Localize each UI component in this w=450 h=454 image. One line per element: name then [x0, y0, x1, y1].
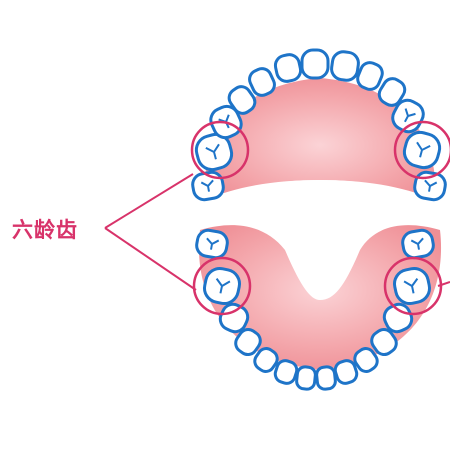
tooth	[273, 359, 299, 385]
upper-gum	[204, 78, 436, 200]
first-molar-ring-icon	[192, 256, 252, 316]
leader-lines	[104, 173, 450, 291]
tooth	[295, 365, 317, 391]
tooth	[353, 347, 379, 373]
leader-line-right-lower	[437, 281, 450, 287]
molar-tooth	[402, 130, 442, 170]
lower-teeth	[195, 228, 435, 391]
six-year-molar-label: 六龄齿	[12, 218, 78, 242]
first-molar-ring-icon	[393, 120, 450, 180]
upper-gap	[195, 180, 445, 212]
tooth	[333, 359, 359, 385]
molar-tooth	[401, 228, 435, 260]
molar-tooth	[392, 266, 432, 306]
tooth	[234, 327, 262, 357]
tooth	[248, 67, 276, 97]
tooth	[356, 61, 384, 91]
tooth	[253, 347, 279, 373]
leader-line-lower	[104, 227, 197, 291]
tooth	[273, 53, 303, 83]
upper-dental-arch-icon	[191, 48, 447, 212]
leader-line-upper	[104, 173, 194, 229]
first-molar-ring-icon	[190, 120, 250, 180]
tooth	[218, 302, 250, 334]
lower-dental-arch-icon	[195, 225, 442, 391]
molar-tooth	[202, 266, 242, 306]
molar-tooth	[413, 170, 447, 202]
molar-tooth	[195, 228, 229, 260]
tooth	[227, 85, 257, 115]
tooth	[315, 365, 337, 391]
first-molar-rings	[190, 120, 450, 316]
tooth	[377, 77, 407, 107]
tooth	[370, 327, 398, 357]
molar-tooth	[194, 132, 234, 172]
tooth	[300, 48, 330, 80]
tooth	[330, 50, 360, 82]
